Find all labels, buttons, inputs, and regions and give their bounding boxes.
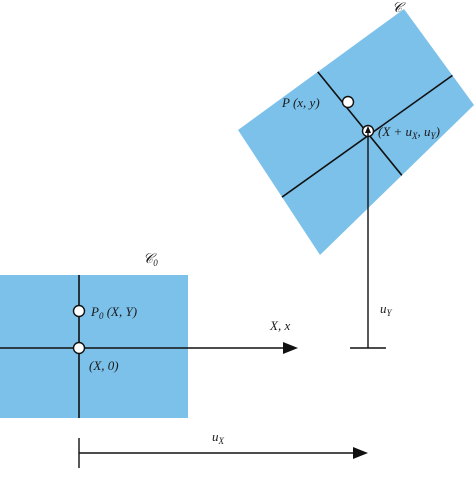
displaced-arrow-tip: [365, 126, 371, 133]
x-axis-arrowhead: [283, 342, 298, 354]
label-config-ref: 𝒞0: [143, 252, 158, 268]
label-ux: uX: [212, 429, 225, 446]
reference-body: [0, 275, 188, 418]
displacement-x: [78, 438, 368, 468]
point-p0-marker: [72, 304, 86, 318]
label-point-displaced: (X + uX, uY): [378, 124, 440, 141]
ux-arrowhead: [353, 447, 368, 459]
label-axis-x: X, x: [269, 318, 290, 333]
reference-configuration: [0, 275, 298, 418]
current-line-2: [249, 59, 474, 221]
displacement-y: [350, 131, 386, 349]
label-point-p: P (x, y): [281, 95, 320, 110]
label-uy: uY: [380, 301, 393, 318]
label-point-origin: (X, 0): [89, 358, 119, 373]
point-p-marker: [341, 95, 355, 109]
current-body: [238, 9, 474, 255]
point-origin-marker: [72, 341, 86, 355]
label-point-p0: P0 (X, Y): [90, 304, 137, 321]
